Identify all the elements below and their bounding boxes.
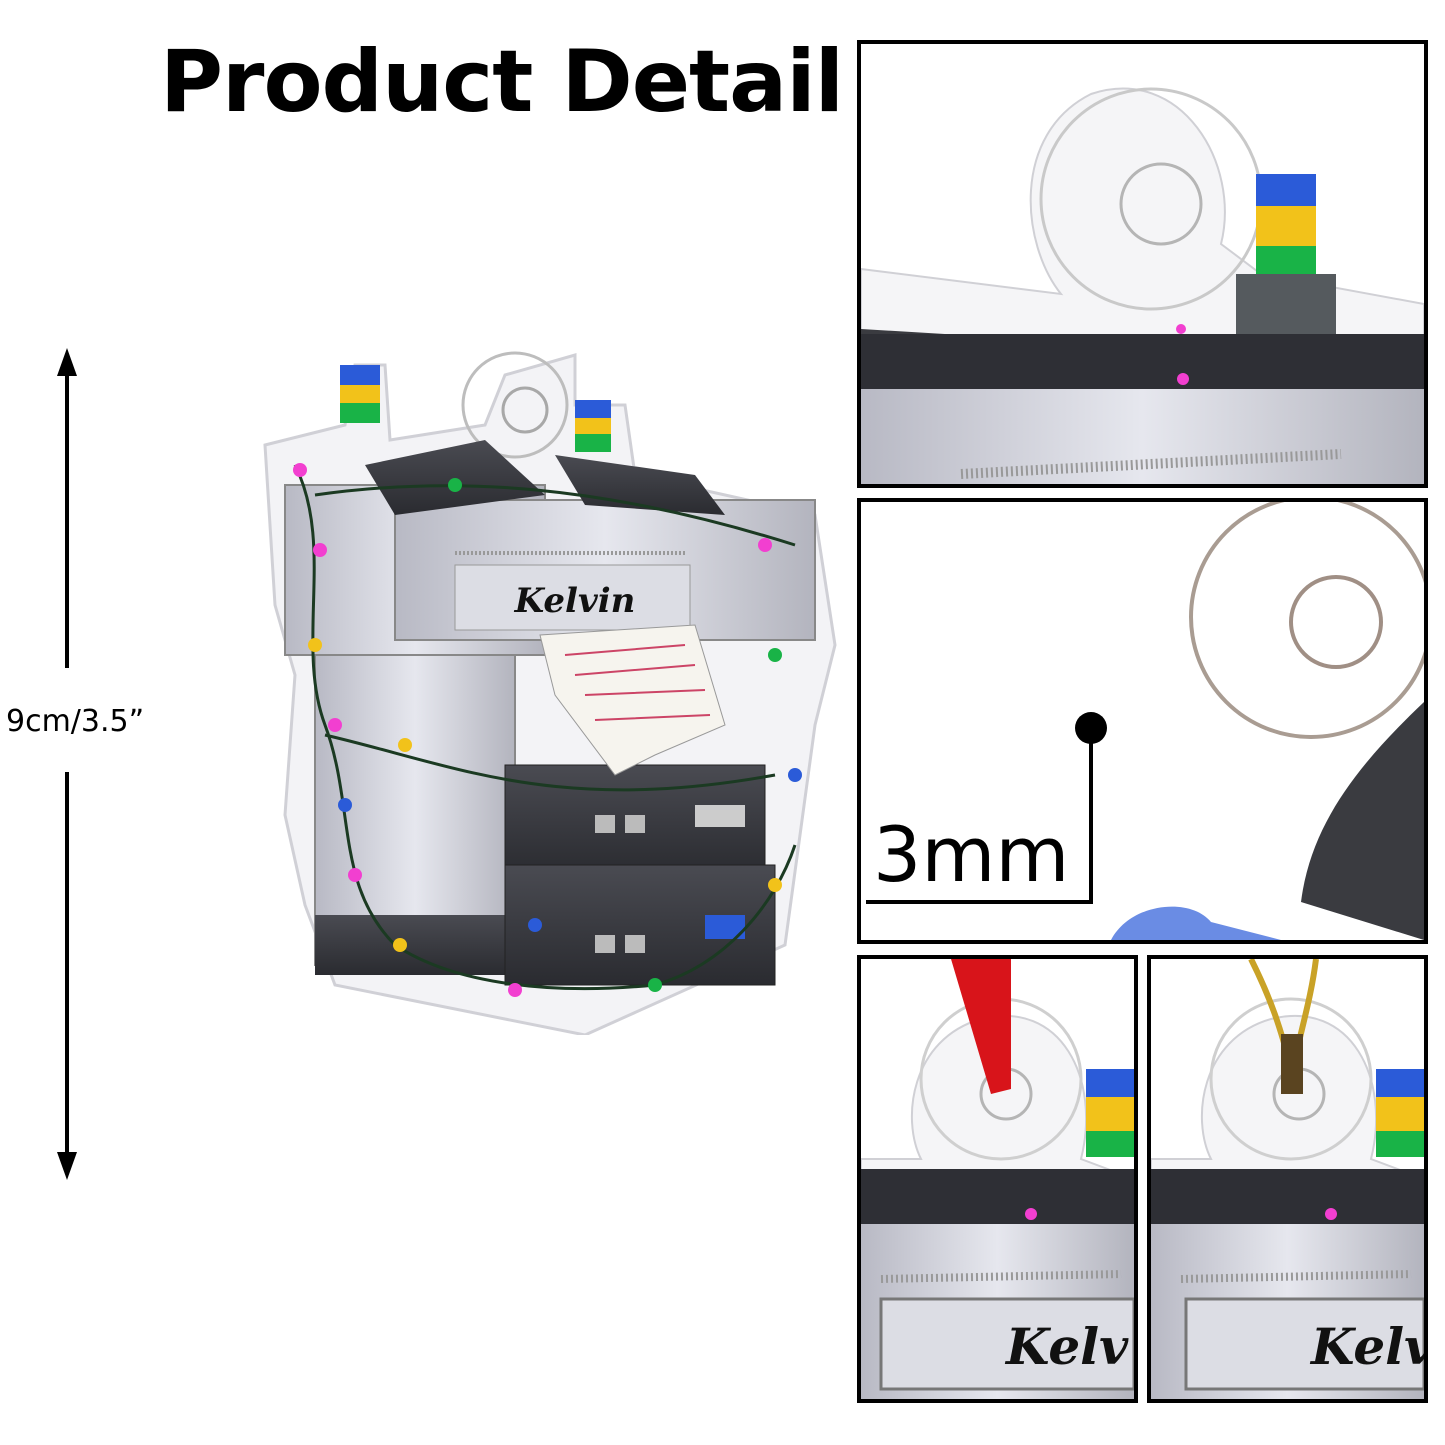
partial-name-engraving: Kelv xyxy=(1004,1317,1129,1376)
detail-panel-red-ribbon: Kelv xyxy=(857,955,1138,1403)
printer-ornament-image: Kelvin xyxy=(263,351,837,1035)
dimension-line-bottom xyxy=(65,772,69,1160)
detail-panel-thickness xyxy=(857,498,1428,944)
arrow-down-icon xyxy=(57,1152,77,1180)
fairy-lights xyxy=(293,463,802,997)
detail-panel-top xyxy=(857,40,1428,488)
kelvin-engraving: Kelvin xyxy=(514,581,636,621)
status-light-left xyxy=(340,365,380,423)
detail-panel-gold-cord: Kelv xyxy=(1147,955,1428,1403)
dimension-label: 9cm/3.5” xyxy=(6,704,145,739)
thickness-label: 3mm xyxy=(873,810,1070,899)
partial-name-engraving-2: Kelv xyxy=(1309,1317,1424,1376)
page-title: Product Detail xyxy=(160,32,844,132)
arrow-up-icon xyxy=(57,348,77,376)
dimension-line-top xyxy=(65,368,69,668)
status-light-right xyxy=(575,400,611,452)
